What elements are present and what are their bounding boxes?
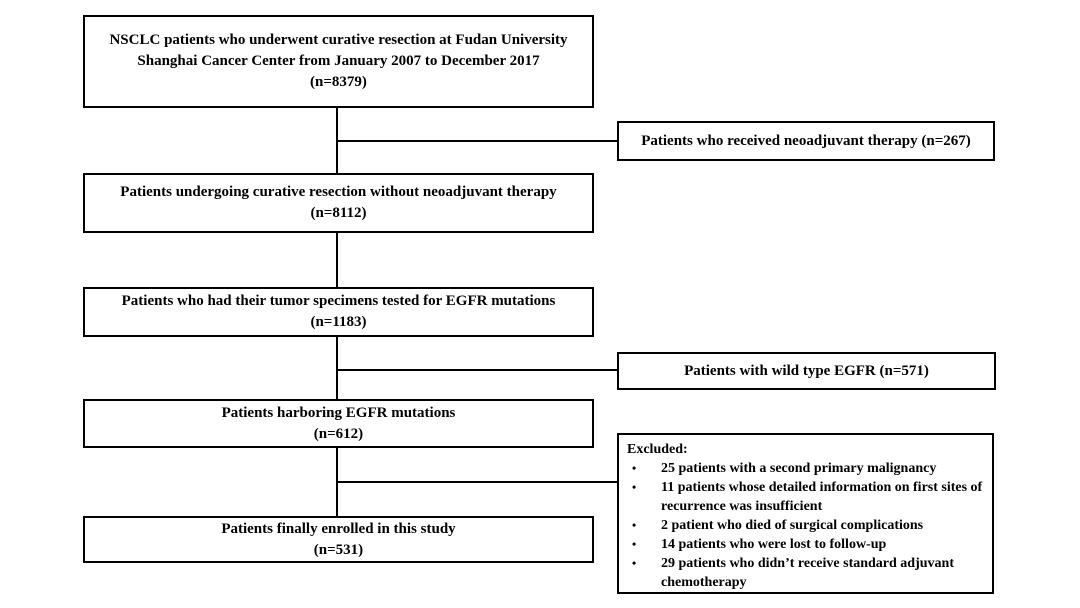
- excluded-item-text: 11 patients whose detailed information o…: [661, 480, 983, 514]
- excluded-item-text: 2 patient who died of surgical complicat…: [661, 518, 924, 533]
- bullet-icon: •: [632, 518, 637, 532]
- bullet-icon: •: [632, 480, 637, 494]
- flow-box-neoadjuvant-excluded: Patients who received neoadjuvant therap…: [617, 121, 995, 161]
- excluded-item-text: 25 patients with a second primary malign…: [661, 461, 937, 476]
- excluded-title: Excluded:: [627, 442, 688, 457]
- connector-branch-neoadjuvant: [337, 140, 618, 142]
- box-text-line: Patients who received neoadjuvant therap…: [641, 132, 971, 149]
- bullet-icon: •: [632, 556, 637, 570]
- connector-branch-excluded: [337, 481, 618, 483]
- box-text-line: Patients finally enrolled in this study: [221, 520, 456, 537]
- box-n-count: (n=531): [313, 541, 364, 558]
- excluded-item: • 25 patients with a second primary mali…: [627, 459, 986, 478]
- box-n-count: (n=8379): [310, 74, 367, 90]
- flow-box-enrolled: Patients finally enrolled in this study …: [83, 516, 594, 563]
- box-n-count: (n=8112): [310, 205, 367, 221]
- box-text-line: Patients who had their tumor specimens t…: [121, 293, 556, 309]
- excluded-item: • 14 patients who were lost to follow-up: [627, 535, 986, 554]
- excluded-item: • 2 patient who died of surgical complic…: [627, 516, 986, 535]
- bullet-icon: •: [632, 461, 637, 475]
- box-text-line: Patients undergoing curative resection w…: [120, 184, 557, 200]
- flow-box-no-neoadjuvant: Patients undergoing curative resection w…: [83, 173, 594, 233]
- box-n-count: (n=1183): [310, 314, 367, 330]
- bullet-icon: •: [632, 537, 637, 551]
- excluded-item: • 11 patients whose detailed information…: [627, 478, 986, 516]
- connector-vertical-3: [336, 336, 338, 399]
- connector-vertical-2: [336, 232, 338, 288]
- flow-box-excluded-list: Excluded: • 25 patients with a second pr…: [617, 433, 994, 594]
- excluded-item-text: 29 patients who didn’t receive standard …: [661, 556, 954, 590]
- box-n-count: (n=612): [313, 425, 364, 442]
- flow-box-population: NSCLC patients who underwent curative re…: [83, 15, 594, 108]
- box-text-line: Shanghai Cancer Center from January 2007…: [137, 53, 540, 69]
- flow-box-egfr-mutations: Patients harboring EGFR mutations (n=612…: [83, 399, 594, 448]
- excluded-item-text: 14 patients who were lost to follow-up: [661, 537, 887, 552]
- excluded-item: • 29 patients who didn’t receive standar…: [627, 554, 986, 592]
- connector-branch-wild-type: [337, 369, 618, 371]
- box-text-line: Patients with wild type EGFR (n=571): [684, 362, 929, 379]
- box-text-line: Patients harboring EGFR mutations: [221, 404, 456, 421]
- flow-box-wild-type-egfr: Patients with wild type EGFR (n=571): [617, 352, 996, 390]
- box-text-line: NSCLC patients who underwent curative re…: [109, 32, 568, 48]
- flow-box-egfr-tested: Patients who had their tumor specimens t…: [83, 287, 594, 337]
